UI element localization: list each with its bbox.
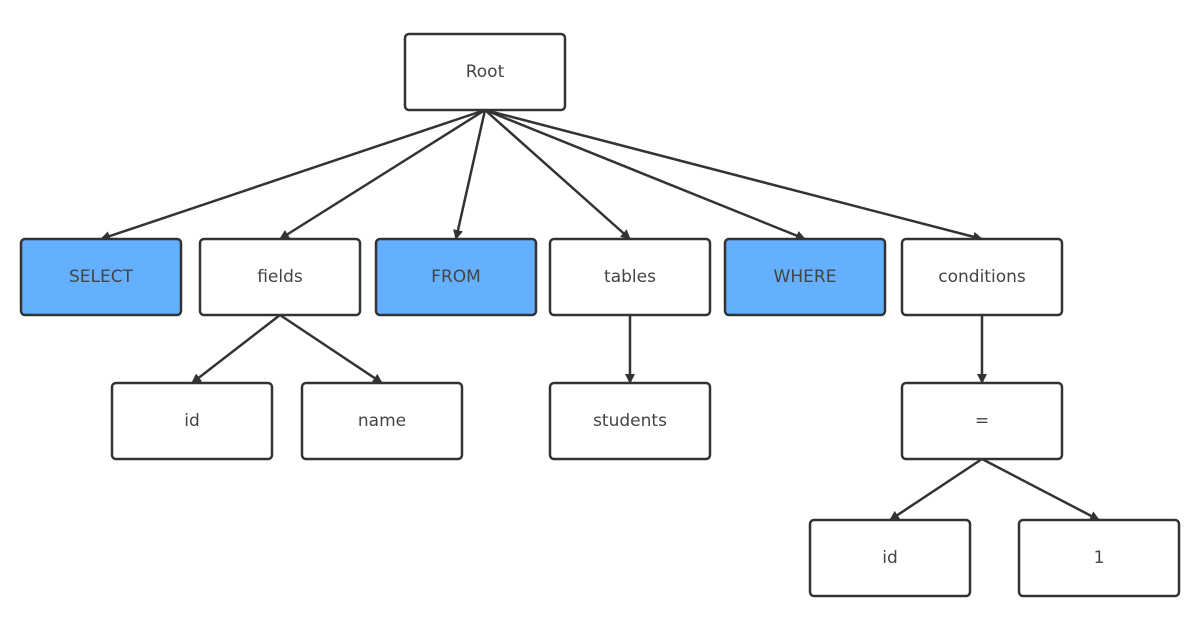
node-box-students <box>548 381 712 461</box>
node-label-where: WHERE <box>774 267 837 287</box>
node-box-field-id <box>110 381 274 461</box>
node-cond-value: 1 <box>1017 518 1181 598</box>
node-equals: = <box>900 381 1064 461</box>
node-from: FROM <box>374 237 538 317</box>
node-label-from: FROM <box>431 267 481 287</box>
edge-root-to-conditions <box>484 108 983 242</box>
edge-root-to-where <box>484 108 806 241</box>
edge-equals-to-cond-value <box>981 457 1100 522</box>
node-label-equals: = <box>975 411 989 431</box>
node-box-field-name <box>300 381 464 461</box>
edge-root-to-from <box>453 109 487 240</box>
node-box-select <box>19 237 183 317</box>
node-where: WHERE <box>723 237 887 317</box>
node-label-root: Root <box>466 62 505 82</box>
edge-root-to-fields <box>279 108 486 241</box>
node-label-fields: fields <box>257 267 303 287</box>
edge-fields-to-field-id <box>191 314 281 384</box>
node-box-equals <box>900 381 1064 461</box>
node-box-from <box>374 237 538 317</box>
node-field-name: name <box>300 381 464 461</box>
node-box-conditions <box>900 237 1064 317</box>
node-fields: fields <box>198 237 362 317</box>
node-field-id: id <box>110 381 274 461</box>
node-label-cond-value: 1 <box>1094 548 1105 568</box>
edge-root-to-tables <box>484 109 631 240</box>
node-label-tables: tables <box>604 267 656 287</box>
node-box-tables <box>548 237 712 317</box>
edge-root-to-select <box>100 108 486 241</box>
node-label-field-name: name <box>358 411 406 431</box>
node-cond-id: id <box>808 518 972 598</box>
node-label-select: SELECT <box>69 267 134 287</box>
node-box-fields <box>198 237 362 317</box>
node-root: Root <box>403 32 567 112</box>
node-conditions: conditions <box>900 237 1064 317</box>
node-select: SELECT <box>19 237 183 317</box>
node-box-where <box>723 237 887 317</box>
node-tables: tables <box>548 237 712 317</box>
node-students: students <box>548 381 712 461</box>
node-label-cond-id: id <box>882 548 898 568</box>
node-box-cond-id <box>808 518 972 598</box>
node-box-cond-value <box>1017 518 1181 598</box>
edge-fields-to-field-name <box>279 313 383 385</box>
node-label-conditions: conditions <box>938 267 1026 287</box>
node-label-students: students <box>593 411 667 431</box>
node-label-field-id: id <box>184 411 200 431</box>
edge-equals-to-cond-id <box>889 457 983 522</box>
node-box-root <box>403 32 567 112</box>
edges-layer <box>100 108 1100 522</box>
